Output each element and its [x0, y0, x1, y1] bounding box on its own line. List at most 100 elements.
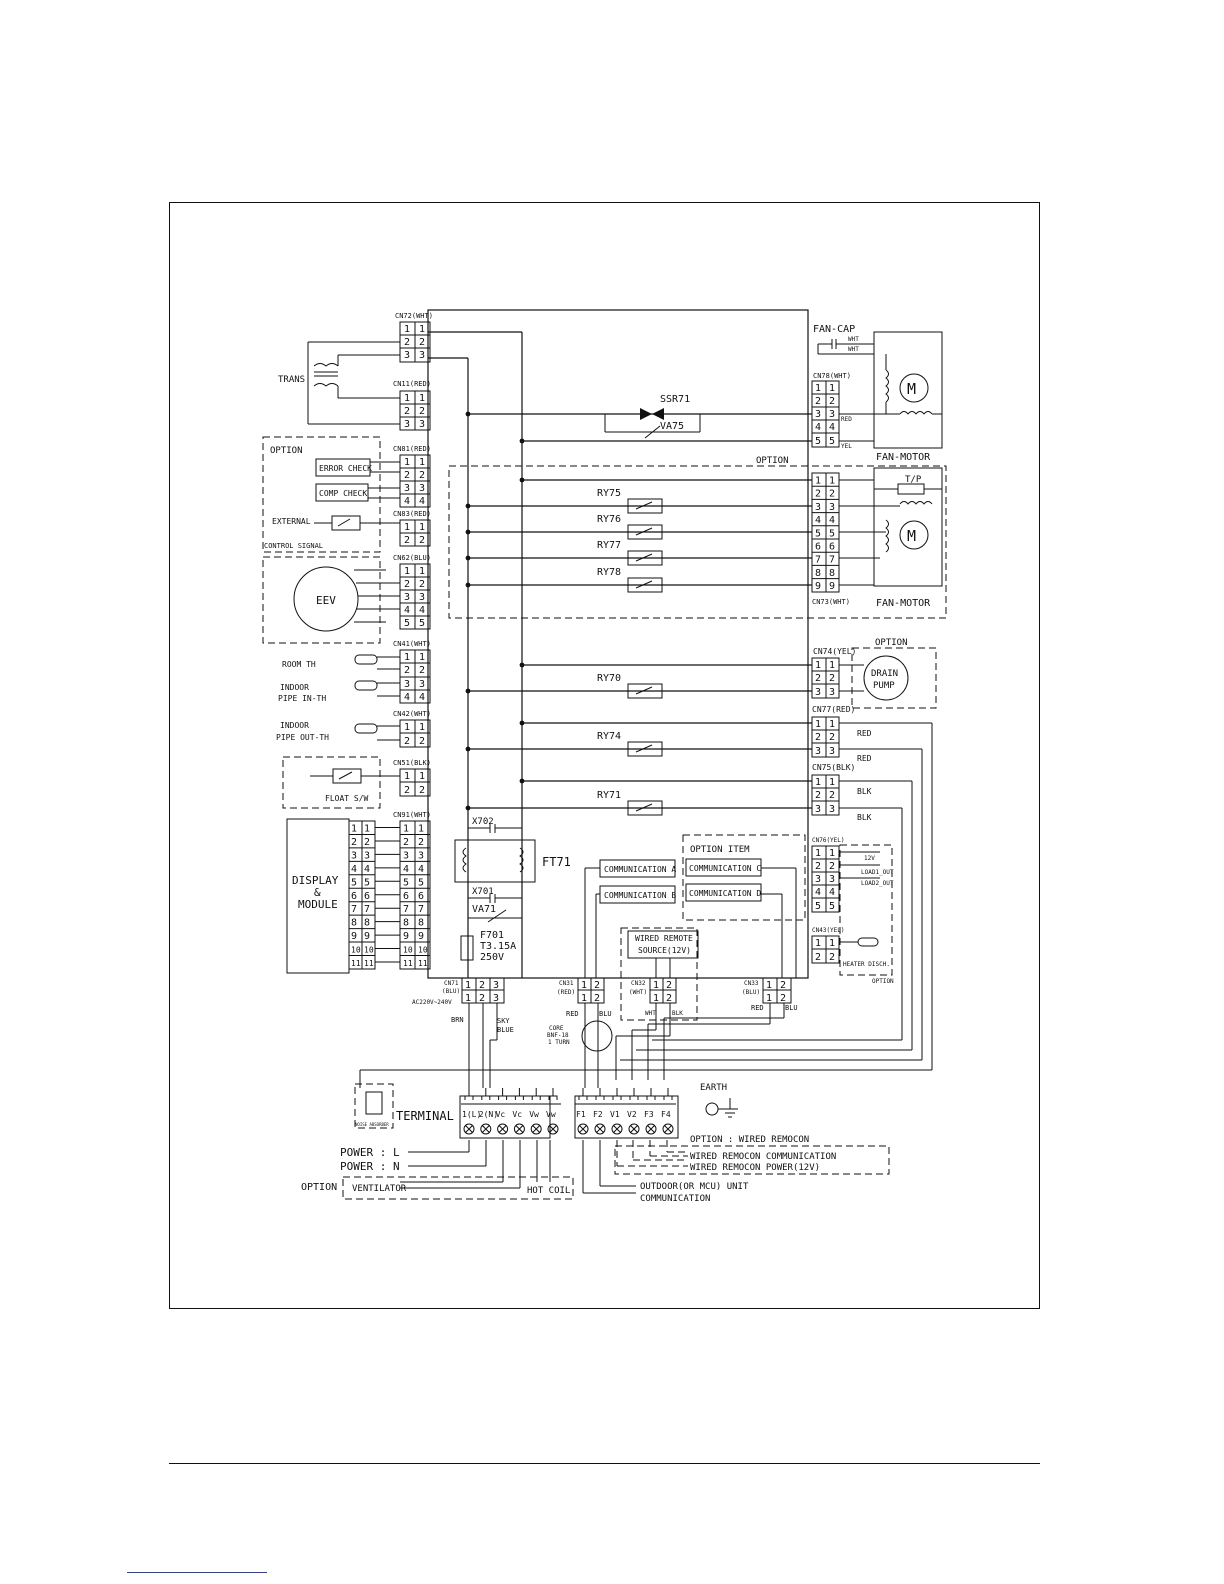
svg-text:ROOM TH: ROOM TH [282, 660, 316, 669]
svg-text:1: 1 [653, 980, 659, 991]
noise-absorber [365, 1091, 383, 1115]
svg-text:RED: RED [841, 416, 852, 423]
svg-text:7: 7 [829, 555, 835, 566]
svg-text:RED: RED [857, 729, 872, 738]
svg-text:1: 1 [815, 476, 821, 487]
svg-text:1: 1 [404, 566, 410, 577]
terminal-t1-label: 1(L) [462, 1110, 481, 1119]
svg-text:5: 5 [403, 877, 409, 888]
svg-text:3: 3 [419, 679, 425, 690]
svg-text:DISPLAY: DISPLAY [292, 874, 339, 887]
svg-text:2: 2 [829, 861, 835, 872]
svg-text:4: 4 [351, 864, 357, 875]
svg-text:2: 2 [419, 665, 425, 676]
svg-text:2: 2 [419, 785, 425, 796]
svg-text:5: 5 [829, 436, 835, 447]
terminal-t2-screw [480, 1123, 492, 1135]
svg-text:2: 2 [418, 837, 424, 848]
svg-text:3: 3 [419, 350, 425, 361]
svg-text:250V: 250V [480, 952, 504, 963]
svg-text:4: 4 [829, 422, 835, 433]
svg-text:OPTION: OPTION [756, 456, 789, 466]
svg-text:3: 3 [419, 592, 425, 603]
svg-text:PIPE OUT-TH: PIPE OUT-TH [276, 733, 329, 742]
svg-text:1: 1 [766, 993, 772, 1004]
svg-text:4: 4 [829, 887, 835, 898]
svg-text:2: 2 [815, 790, 821, 801]
svg-text:1: 1 [419, 722, 425, 733]
svg-text:3: 3 [815, 409, 821, 420]
terminal-t6-screw [547, 1123, 559, 1135]
svg-text:OUTDOOR(OR MCU) UNIT: OUTDOOR(OR MCU) UNIT [640, 1182, 749, 1192]
svg-text:3: 3 [404, 419, 410, 430]
relay-ry76-label: RY76 [597, 514, 621, 525]
svg-text:2: 2 [419, 337, 425, 348]
svg-text:2: 2 [829, 489, 835, 500]
svg-text:CN83(RED): CN83(RED) [393, 510, 431, 518]
page-link-underline[interactable] [127, 1572, 267, 1573]
svg-text:5: 5 [815, 528, 821, 539]
svg-text:1: 1 [419, 566, 425, 577]
svg-text:PIPE IN-TH: PIPE IN-TH [278, 694, 326, 703]
svg-text:PUMP: PUMP [873, 681, 895, 691]
svg-text:CN32: CN32 [631, 980, 646, 987]
svg-text:7: 7 [815, 555, 821, 566]
svg-text:5: 5 [418, 877, 424, 888]
svg-text:8: 8 [815, 568, 821, 579]
svg-text:WIRED REMOTE: WIRED REMOTE [635, 934, 693, 943]
svg-text:COMMUNICATION A: COMMUNICATION A [604, 865, 676, 874]
svg-text:CN33: CN33 [744, 980, 759, 987]
svg-text:10: 10 [364, 946, 374, 955]
svg-text:5: 5 [364, 877, 370, 888]
svg-text:1: 1 [419, 771, 425, 782]
svg-text:3: 3 [815, 746, 821, 757]
svg-text:2: 2 [815, 861, 821, 872]
svg-text:RED: RED [566, 1010, 579, 1018]
svg-text:FAN-MOTOR: FAN-MOTOR [876, 598, 931, 609]
svg-text:1: 1 [404, 457, 410, 468]
svg-text:2: 2 [829, 673, 835, 684]
svg-text:3: 3 [815, 687, 821, 698]
relay-ry74-label: RY74 [597, 731, 621, 742]
relay-ry77-label: RY77 [597, 540, 621, 551]
terminal-v2-screw [628, 1123, 640, 1135]
relay-ry71-label: RY71 [597, 790, 621, 801]
svg-text:4: 4 [419, 496, 425, 507]
pipe-out-th-sensor [354, 723, 378, 734]
svg-text:10: 10 [403, 946, 413, 955]
svg-text:2: 2 [419, 736, 425, 747]
svg-text:5: 5 [351, 877, 357, 888]
earth-terminal [705, 1102, 719, 1116]
svg-text:3: 3 [418, 850, 424, 861]
terminal-f2-label: F2 [593, 1110, 603, 1119]
svg-text:CN51(BLK): CN51(BLK) [393, 759, 431, 767]
ferrite-core [581, 1020, 613, 1052]
svg-text:2: 2 [815, 396, 821, 407]
svg-text:1: 1 [465, 980, 471, 991]
svg-text:FAN-MOTOR: FAN-MOTOR [876, 452, 931, 463]
terminal-f1-label: F1 [576, 1110, 586, 1119]
svg-text:T3.15A: T3.15A [480, 941, 516, 952]
svg-text:1: 1 [815, 848, 821, 859]
transformer: TRANS [278, 341, 400, 425]
svg-text:SOURCE(12V): SOURCE(12V) [638, 946, 691, 955]
svg-text:FLOAT S/W: FLOAT S/W [325, 794, 369, 803]
room-th-sensor [354, 654, 378, 665]
error-check-box [315, 458, 371, 477]
svg-text:1: 1 [404, 393, 410, 404]
svg-text:NOISE ABSORBER: NOISE ABSORBER [355, 1122, 389, 1127]
svg-text:9: 9 [403, 931, 409, 942]
svg-text:6: 6 [418, 891, 424, 902]
svg-text:F701: F701 [480, 930, 504, 941]
svg-text:2: 2 [419, 470, 425, 481]
svg-text:BRN: BRN [451, 1016, 464, 1024]
svg-text:YEL: YEL [841, 443, 852, 450]
